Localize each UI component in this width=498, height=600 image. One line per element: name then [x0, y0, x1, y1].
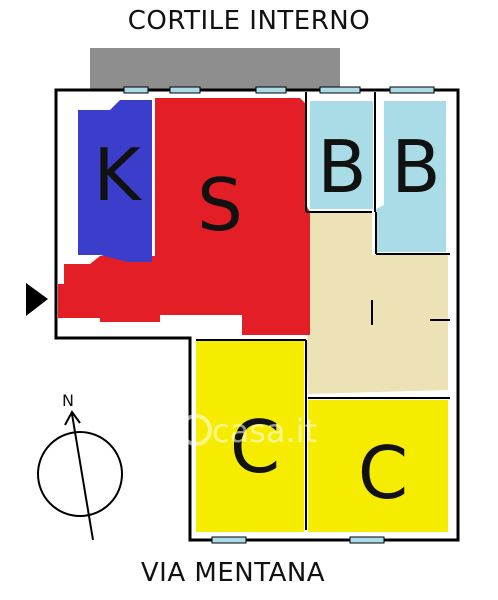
entrance-arrow-icon — [26, 283, 48, 316]
kitchen — [78, 100, 152, 262]
room-label-living: S — [197, 163, 243, 247]
courtyard-label: CORTILE INTERNO — [127, 6, 371, 36]
street-label: VIA MENTANA — [140, 558, 326, 588]
bathroom-2 — [376, 101, 446, 252]
watermark-logo-icon — [180, 414, 212, 446]
watermark: casa.it — [180, 412, 317, 450]
room-label-bedroom-2: C — [358, 431, 408, 515]
windows — [123, 86, 435, 544]
corridor — [306, 212, 448, 394]
compass-icon: N — [37, 391, 123, 541]
compass-north-label: N — [62, 391, 74, 410]
room-label-kitchen: K — [93, 133, 142, 217]
watermark-text: casa.it — [212, 412, 317, 450]
terrace — [90, 48, 340, 89]
bedroom-2 — [308, 400, 448, 532]
outer-walls — [54, 88, 460, 542]
bathroom-1 — [310, 101, 373, 209]
living-room — [58, 98, 310, 335]
bedroom-1 — [196, 340, 304, 532]
room-label-bedroom-1: C — [230, 405, 280, 489]
room-label-bath-2: B — [391, 125, 440, 209]
room-label-bath-1: B — [317, 125, 366, 209]
interior-walls — [196, 92, 450, 530]
